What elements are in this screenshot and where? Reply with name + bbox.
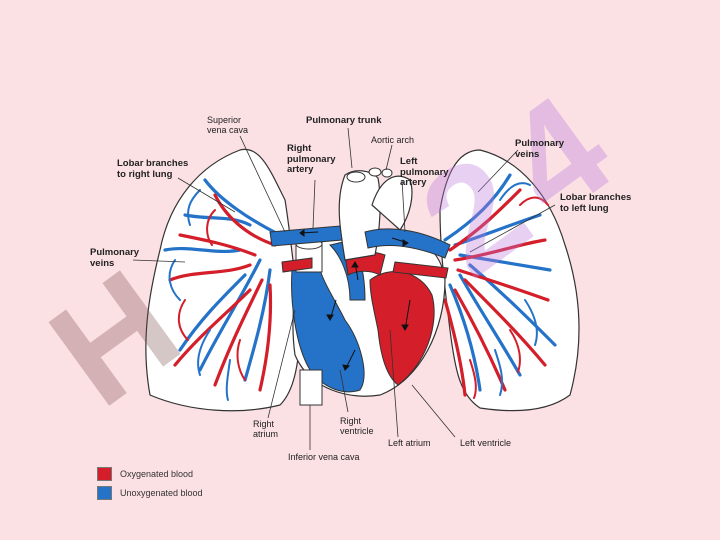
- label-left-pulmonary-artery: Left pulmonary artery: [400, 156, 449, 188]
- label-right-ventricle: Right ventricle: [340, 416, 374, 436]
- heart: [269, 167, 451, 406]
- legend-swatch-red: [97, 467, 112, 481]
- label-inferior-vena-cava: Inferior vena cava: [288, 452, 360, 462]
- label-pulmonary-veins-left: Pulmonary veins: [515, 138, 565, 160]
- label-left-atrium: Left atrium: [388, 438, 431, 448]
- label-right-atrium: Right atrium: [253, 419, 279, 439]
- label-right-pulmonary-artery: Right pulmonary artery: [287, 143, 336, 175]
- leader-lines: [132, 127, 556, 450]
- legend-swatch-blue: [97, 486, 112, 500]
- label-lobar-branches-left: Lobar branches to left lung: [560, 192, 632, 214]
- legend-oxygenated: Oxygenated blood: [97, 467, 193, 481]
- right-lung-vessels: [163, 178, 282, 401]
- legend-label: Unoxygenated blood: [120, 488, 203, 498]
- legend-label: Oxygenated blood: [120, 469, 194, 479]
- label-superior-vena-cava: Superior vena cava: [207, 115, 249, 135]
- label-lobar-branches-right: Lobar branches to right lung: [117, 158, 189, 180]
- left-lung-vessels: [443, 173, 557, 399]
- label-left-ventricle: Left ventricle: [460, 438, 512, 448]
- label-pulmonary-veins-right: Pulmonary veins: [90, 247, 140, 269]
- legend-unoxygenated: Unoxygenated blood: [97, 486, 203, 500]
- label-pulmonary-trunk: Pulmonary trunk: [306, 115, 382, 126]
- label-aortic-arch: Aortic arch: [371, 135, 415, 145]
